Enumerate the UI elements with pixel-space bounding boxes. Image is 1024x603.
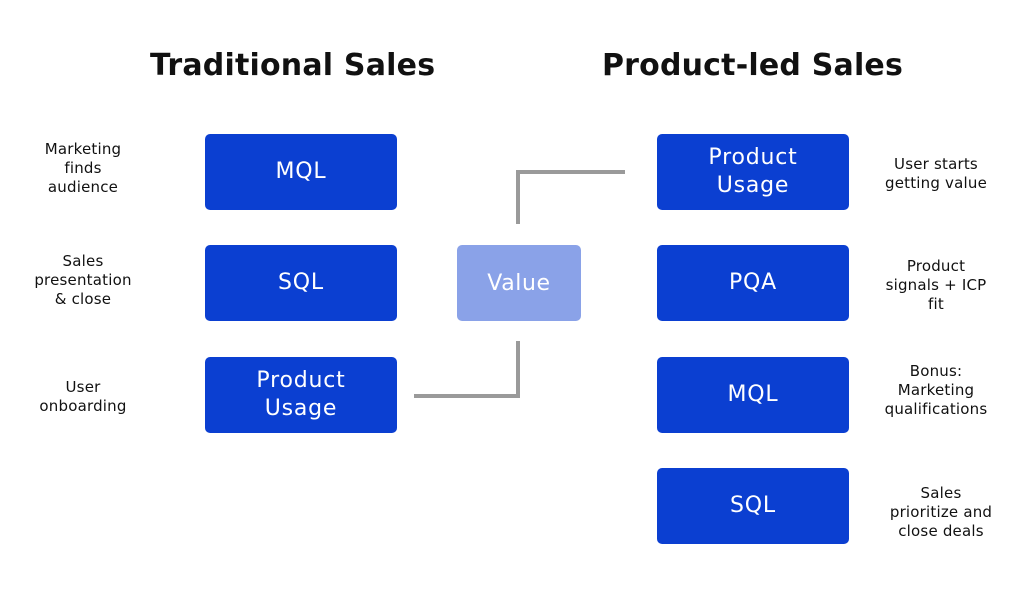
product-led-step-product-usage: Product Usage xyxy=(657,134,849,210)
connector-top xyxy=(516,170,625,224)
product-led-step-sql: SQL xyxy=(657,468,849,544)
traditional-sales-title: Traditional Sales xyxy=(150,48,436,83)
traditional-step-mql: MQL xyxy=(205,134,397,210)
connector-bottom xyxy=(414,341,520,398)
product-led-note-pqa: Product signals + ICP fit xyxy=(885,257,987,313)
traditional-note-product-usage: User onboarding xyxy=(39,378,127,415)
traditional-note-sql: Sales presentation & close xyxy=(34,252,132,308)
product-led-note-product-usage: User starts getting value xyxy=(884,155,988,192)
product-led-step-pqa: PQA xyxy=(657,245,849,321)
traditional-note-mql: Marketing finds audience xyxy=(44,140,122,196)
product-led-note-sql: Sales prioritize and close deals xyxy=(889,484,993,540)
value-box: Value xyxy=(457,245,581,321)
product-led-note-mql: Bonus: Marketing qualifications xyxy=(884,362,988,418)
traditional-step-sql: SQL xyxy=(205,245,397,321)
product-led-step-mql: MQL xyxy=(657,357,849,433)
traditional-step-product-usage: Product Usage xyxy=(205,357,397,433)
product-led-sales-title: Product-led Sales xyxy=(601,48,904,83)
